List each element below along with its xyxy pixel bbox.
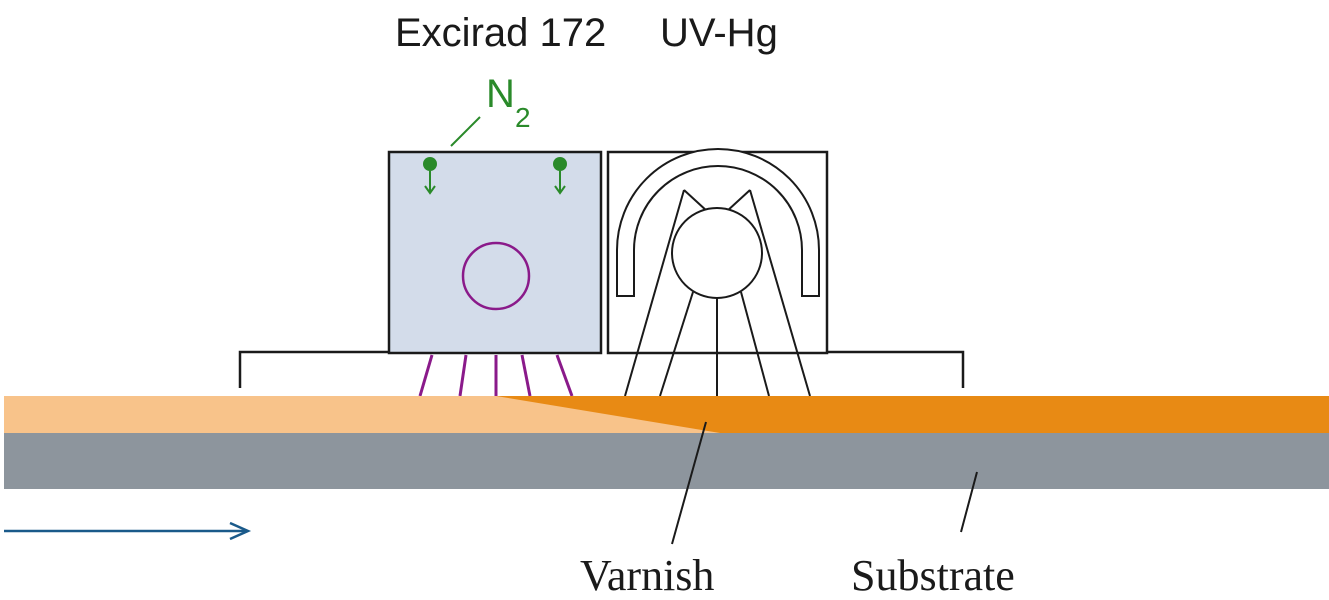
housing-rail-left (238, 350, 388, 388)
n2-label: N (486, 72, 515, 116)
uvhg-lamp-bulb (671, 207, 763, 299)
nitrogen-inlet-icon (423, 157, 437, 195)
substrate-layer (4, 433, 1329, 489)
uvhg-label: UV-Hg (660, 11, 778, 55)
n2-leader-line (450, 116, 481, 147)
varnish-label: Varnish (580, 551, 714, 600)
uvhg-reflector (616, 148, 820, 297)
substrate-label: Substrate (851, 551, 1015, 600)
excimer-uv-rays (418, 354, 574, 397)
substrate-leader-line (960, 471, 978, 533)
arrow-right-icon (4, 521, 252, 541)
uvhg-direct-rays (659, 291, 770, 397)
uvhg-reflected-rays (624, 189, 811, 397)
housing-rail-right (828, 350, 965, 388)
varnish-cured-layer (496, 396, 1329, 433)
nitrogen-inlet-icon (553, 157, 567, 195)
excimer-lamp-housing (387, 150, 603, 355)
excirad-label: Excirad 172 (395, 11, 606, 55)
varnish-leader-line (671, 421, 707, 545)
n2-subscript: 2 (515, 102, 531, 133)
excimer-lamp-tube (461, 241, 531, 311)
